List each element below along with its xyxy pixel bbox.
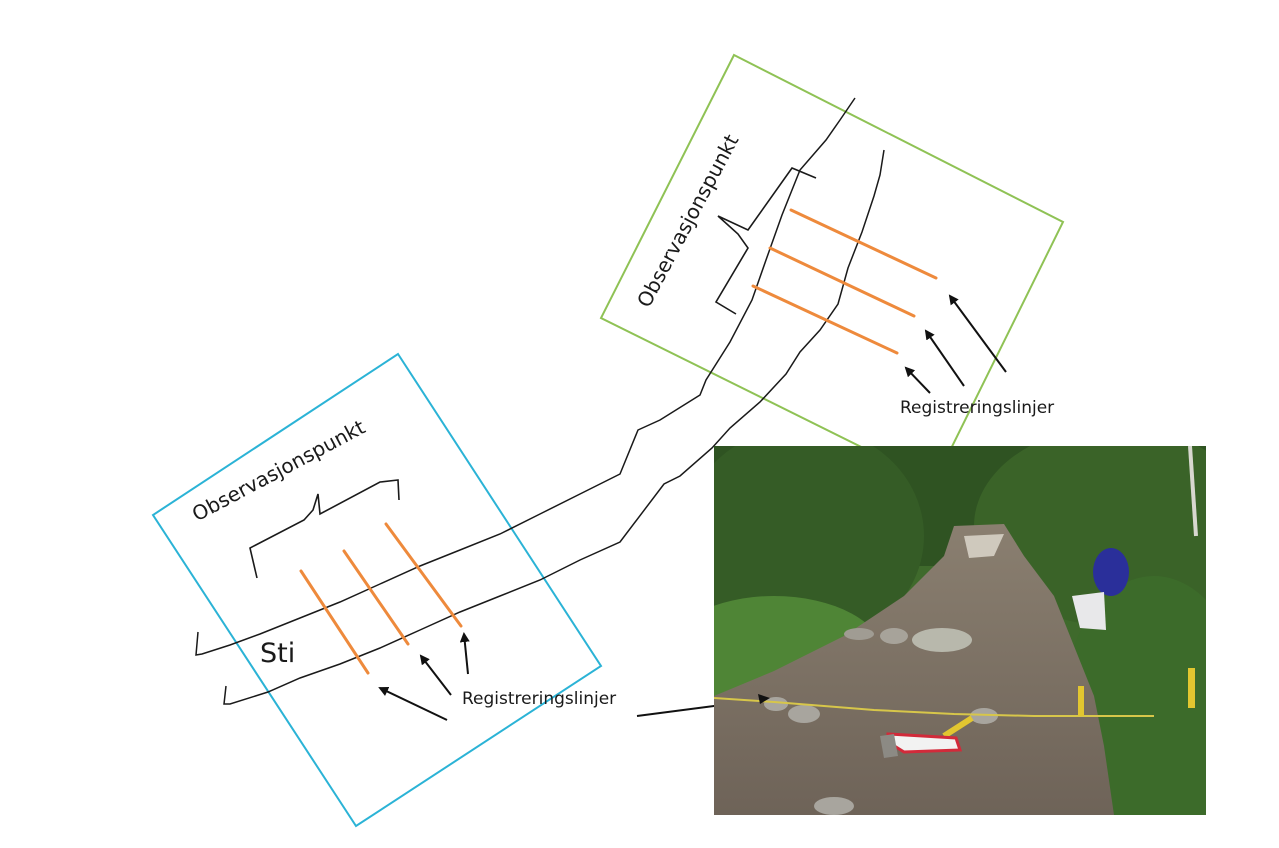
path-edge-upper [195, 97, 856, 656]
trail-photo [714, 446, 1206, 815]
green-pointer-arrows [904, 294, 1007, 394]
blue-observation-brace [249, 479, 400, 579]
registration-lines-label-blue: Registreringslinjer [462, 689, 617, 709]
registration-lines-label-green: Registreringslinjer [900, 398, 1055, 418]
green-observation-brace [714, 167, 817, 315]
path-label: Sti [260, 638, 296, 669]
blue-observation-frame [151, 352, 603, 828]
blue-registration-lines [299, 522, 463, 675]
green-registration-lines [751, 208, 938, 355]
path-edge-lower [223, 149, 885, 705]
